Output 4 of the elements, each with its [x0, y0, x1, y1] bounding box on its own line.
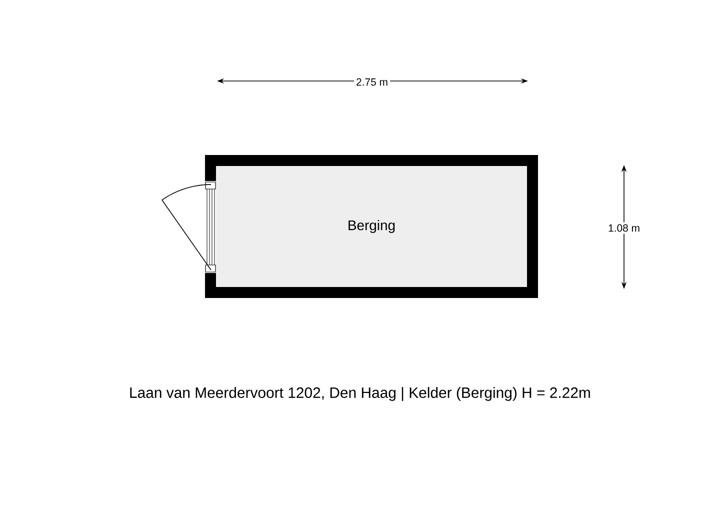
dimension-label: 2.75 m [354, 76, 390, 88]
caption: Laan van Meerdervoort 1202, Den Haag | Kelder (Berging) H = 2.22m [130, 387, 590, 401]
dimension-label: 1.08 m [606, 222, 642, 234]
room-floor: Berging [216, 166, 527, 287]
